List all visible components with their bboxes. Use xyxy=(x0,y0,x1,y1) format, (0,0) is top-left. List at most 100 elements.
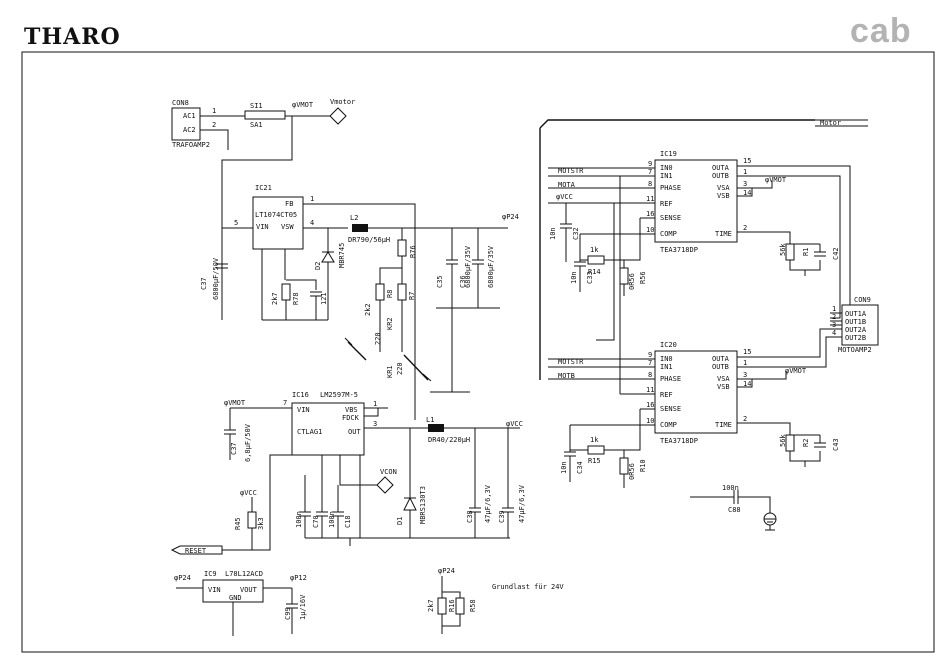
ic19-chip xyxy=(654,159,738,243)
svg-text:φVCC: φVCC xyxy=(240,489,257,497)
svg-text:PHASE: PHASE xyxy=(660,184,681,192)
svg-text:VIN: VIN xyxy=(208,586,221,594)
svg-text:TEA3718DP: TEA3718DP xyxy=(660,437,698,445)
svg-text:15: 15 xyxy=(743,348,751,356)
svg-text:1: 1 xyxy=(373,400,377,408)
svg-text:10n: 10n xyxy=(570,271,578,284)
svg-text:φVCC: φVCC xyxy=(556,193,573,201)
svg-text:C43: C43 xyxy=(832,438,840,451)
svg-text:R76: R76 xyxy=(409,245,417,258)
svg-text:L78L12ACD: L78L12ACD xyxy=(225,570,263,578)
svg-text:3: 3 xyxy=(743,371,747,379)
svg-text:VBS: VBS xyxy=(345,406,358,414)
svg-text:C38: C38 xyxy=(466,510,474,523)
svg-text:C70: C70 xyxy=(312,515,320,528)
svg-text:R56: R56 xyxy=(639,271,647,284)
diode-d1 xyxy=(403,496,417,511)
svg-text:1: 1 xyxy=(743,359,747,367)
drawing-frame xyxy=(21,51,935,653)
svg-text:R1: R1 xyxy=(802,248,810,256)
svg-text:C33: C33 xyxy=(586,271,594,284)
svg-text:φVMOT: φVMOT xyxy=(765,176,787,184)
svg-text:IC21: IC21 xyxy=(255,184,272,192)
svg-text:φVCC: φVCC xyxy=(506,420,523,428)
svg-text:VCON: VCON xyxy=(380,468,397,476)
svg-text:R10: R10 xyxy=(639,459,647,472)
svg-text:IC9: IC9 xyxy=(204,570,217,578)
svg-text:47μF/6,3V: 47μF/6,3V xyxy=(518,484,526,523)
svg-text:1μ/16V: 1μ/16V xyxy=(299,594,307,620)
svg-text:2: 2 xyxy=(743,415,747,423)
svg-text:IN0: IN0 xyxy=(660,355,673,363)
con8-connector xyxy=(171,107,201,141)
svg-text:1k: 1k xyxy=(590,436,599,444)
svg-text:9: 9 xyxy=(648,160,652,168)
svg-text:C35: C35 xyxy=(436,275,444,288)
r7 xyxy=(397,283,407,301)
svg-text:SENSE: SENSE xyxy=(660,214,681,222)
vcon-flag xyxy=(376,476,394,494)
svg-text:10: 10 xyxy=(646,226,654,234)
svg-text:0R56: 0R56 xyxy=(628,273,636,290)
svg-text:C42: C42 xyxy=(832,247,840,260)
reset-flag xyxy=(170,545,223,555)
svg-text:R7: R7 xyxy=(408,292,416,300)
r15 xyxy=(587,445,605,455)
svg-text:TRAFOAMP2: TRAFOAMP2 xyxy=(172,141,210,149)
diode-d2 xyxy=(321,251,335,263)
ic16-chip xyxy=(291,402,365,456)
svg-text:15: 15 xyxy=(743,157,751,165)
svg-text:3: 3 xyxy=(832,321,836,329)
svg-text:2k7: 2k7 xyxy=(427,599,435,612)
svg-text:DR40/220μH: DR40/220μH xyxy=(428,436,470,444)
svg-text:IN1: IN1 xyxy=(660,172,673,180)
svg-text:COMP: COMP xyxy=(660,230,677,238)
svg-text:2: 2 xyxy=(212,121,216,129)
fuse-si1 xyxy=(244,110,286,120)
svg-text:L2: L2 xyxy=(350,214,358,222)
svg-text:TIME: TIME xyxy=(715,421,732,429)
svg-text:220: 220 xyxy=(396,362,404,375)
svg-text:R2: R2 xyxy=(802,439,810,447)
svg-text:CTLAG1: CTLAG1 xyxy=(297,428,322,436)
svg-text:φVMOT: φVMOT xyxy=(785,367,807,375)
svg-text:16: 16 xyxy=(646,401,654,409)
svg-text:3k3: 3k3 xyxy=(257,517,265,530)
svg-text:14: 14 xyxy=(743,380,751,388)
svg-text:OUTB: OUTB xyxy=(712,363,729,371)
svg-text:OUTA: OUTA xyxy=(712,355,730,363)
svg-text:7: 7 xyxy=(648,168,652,176)
svg-text:VIN: VIN xyxy=(297,406,310,414)
svg-text:CON8: CON8 xyxy=(172,99,189,107)
svg-text:8: 8 xyxy=(648,371,652,379)
svg-text:C39: C39 xyxy=(498,510,506,523)
svg-text:C88: C88 xyxy=(728,506,741,514)
svg-text:0R56: 0R56 xyxy=(628,463,636,480)
svg-text:D2: D2 xyxy=(314,262,322,270)
svg-text:MBR745: MBR745 xyxy=(338,243,346,268)
svg-text:φP24: φP24 xyxy=(174,574,191,582)
svg-text:C32: C32 xyxy=(572,227,580,240)
svg-text:C18: C18 xyxy=(344,515,352,528)
svg-text:11: 11 xyxy=(646,195,654,203)
svg-text:1: 1 xyxy=(743,168,747,176)
r58 xyxy=(455,597,465,615)
svg-text:100n: 100n xyxy=(328,511,336,528)
svg-text:IC19: IC19 xyxy=(660,150,677,158)
svg-text:AC2: AC2 xyxy=(183,126,196,134)
svg-text:OUT2B: OUT2B xyxy=(845,334,866,342)
con9-connector xyxy=(841,304,879,346)
svg-text:φVMOT: φVMOT xyxy=(224,399,246,407)
r76 xyxy=(397,239,407,257)
svg-text:2: 2 xyxy=(832,313,836,321)
svg-text:COMP: COMP xyxy=(660,421,677,429)
r78 xyxy=(281,283,291,301)
svg-text:φP24: φP24 xyxy=(438,567,455,575)
svg-text:MOTSTR: MOTSTR xyxy=(558,358,584,366)
svg-text:IN0: IN0 xyxy=(660,164,673,172)
svg-text:2: 2 xyxy=(743,224,747,232)
svg-text:100n: 100n xyxy=(722,484,739,492)
svg-text:KR2: KR2 xyxy=(386,317,394,330)
svg-text:56k: 56k xyxy=(779,243,787,256)
